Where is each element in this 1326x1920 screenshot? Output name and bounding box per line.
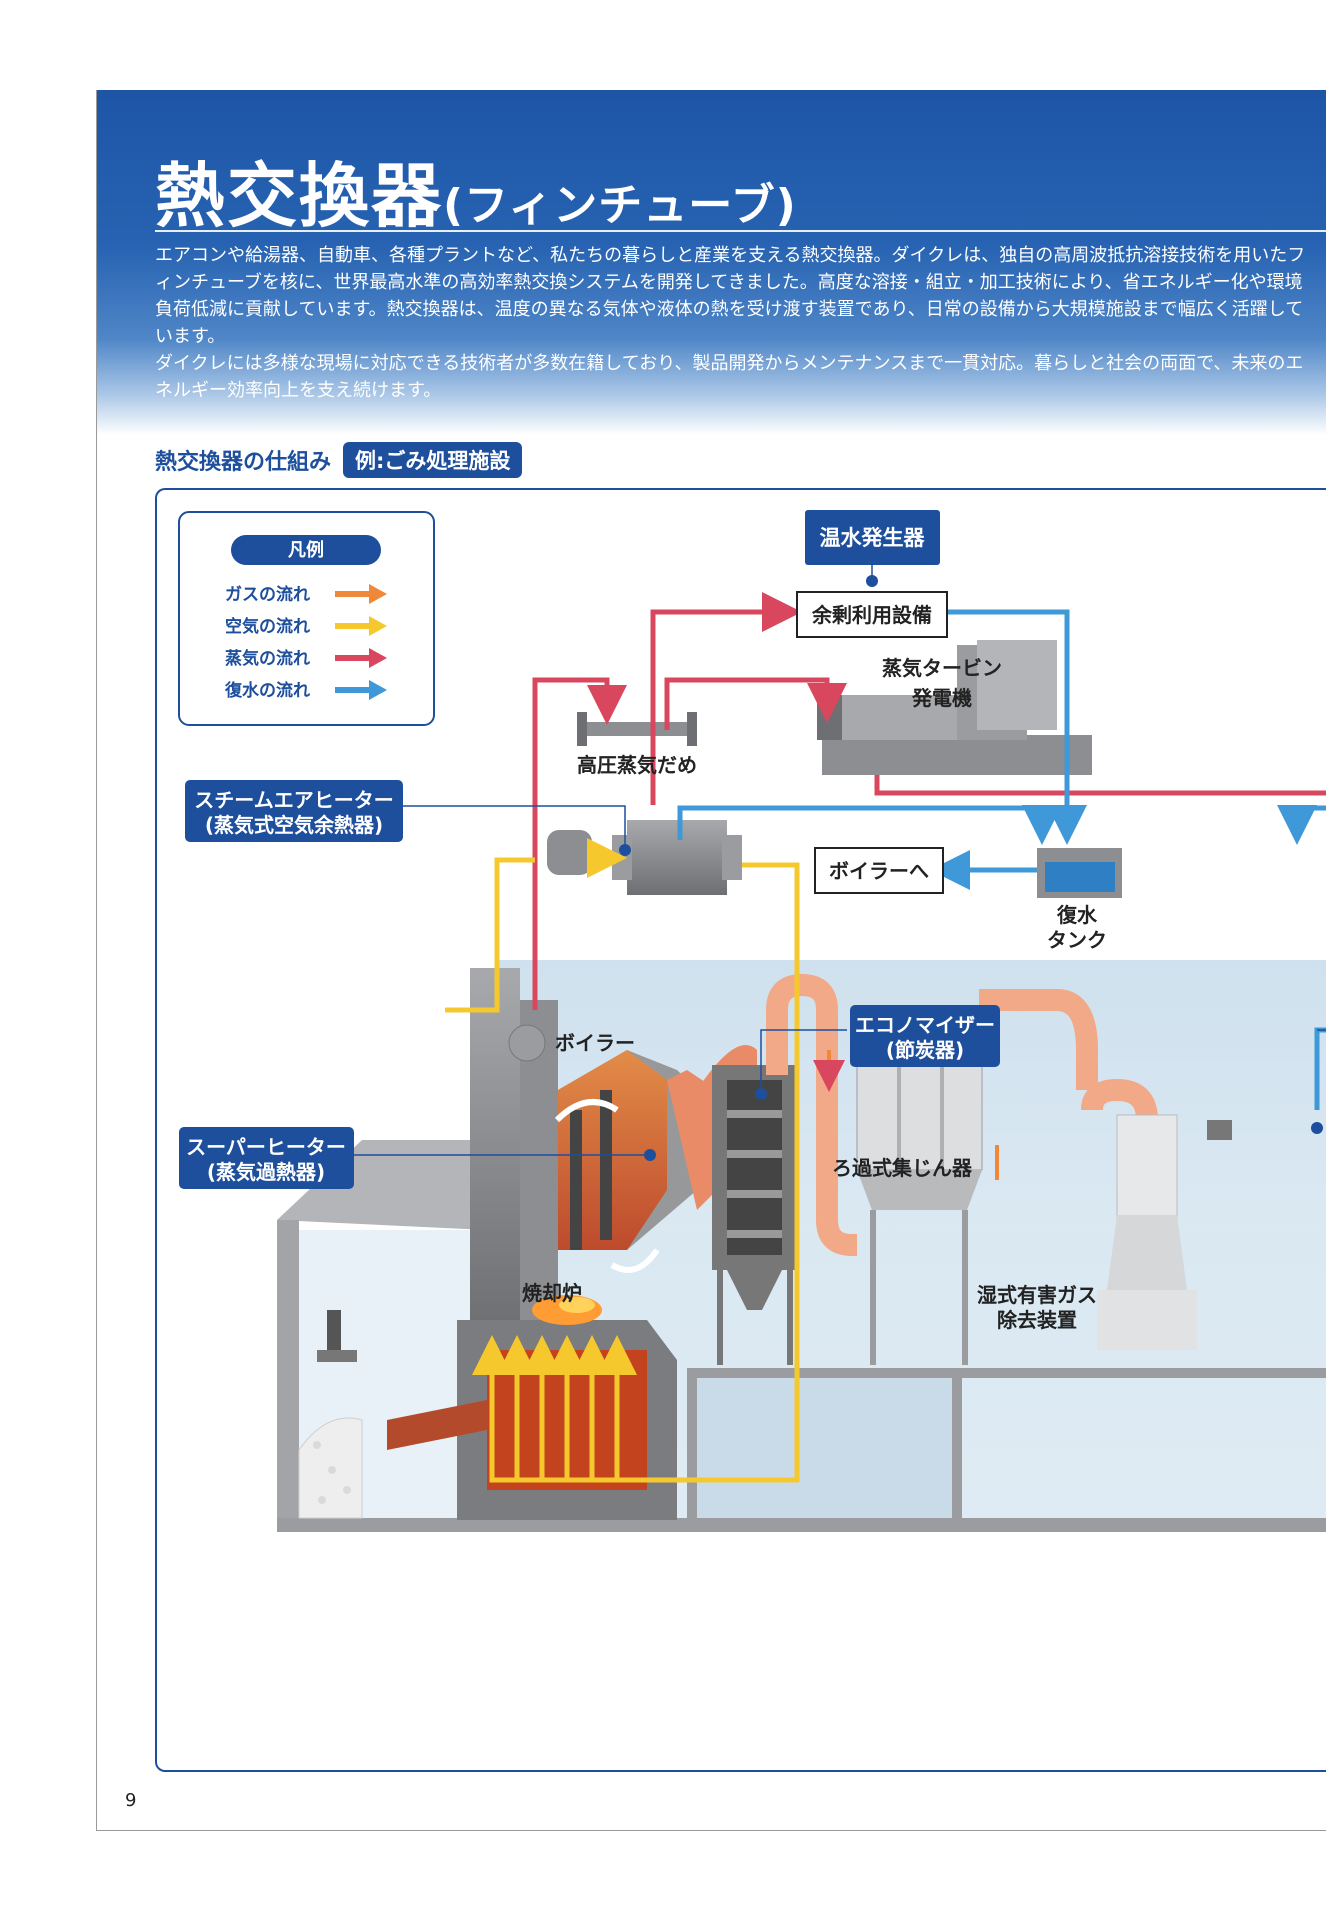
wet-scrubber [1097,1114,1232,1350]
callout-steam-air-heater: スチームエアヒーター (蒸気式空気余熱器) [185,780,403,842]
intro-paragraph-1: エアコンや給湯器、自動車、各種プラントなど、私たちの暮らしと産業を支える熱交換器… [155,245,1306,347]
legend-steam-label: 蒸気の流れ [225,648,310,669]
section-badge: 例:ごみ処理施設 [343,442,523,478]
label-bag-filter: ろ過式集じん器 [832,1156,973,1180]
gas-duct [766,973,1158,1256]
header-banner: 熱交換器(フィンチューブ) エアコンや給湯器、自動車、各種プラントなど、私たちの… [97,90,1326,435]
callout-hot-water-generator: 温水発生器 [805,510,940,565]
section-heading: 熱交換器の仕組み 例:ごみ処理施設 [155,442,523,478]
air-lines [445,838,800,1483]
label-economizer-sub: (節炭器) [886,1038,964,1062]
page: 熱交換器(フィンチューブ) エアコンや給湯器、自動車、各種プラントなど、私たちの… [96,90,1326,1831]
economizer-unit [712,1065,797,1365]
label-steam-turbine: 蒸気タービン [882,656,1002,680]
label-to-boiler: ボイラーへ [829,859,929,883]
label-high-pressure-header: 高圧蒸気だめ [577,753,697,777]
label-condensate-tank: 復水 [1056,903,1098,927]
legend-air-label: 空気の流れ [225,616,310,637]
legend: 凡例 ガスの流れ 空気の流れ 蒸気の流れ 復水の流れ [178,511,435,726]
label-super-heater: スーパーヒーター [186,1135,346,1159]
label-economizer: エコノマイザー [855,1013,995,1037]
label-condensate-tank-2: タンク [1047,928,1107,952]
box-surplus-equipment: 余剰利用設備 [796,591,948,638]
legend-gas-label: ガスの流れ [225,584,310,605]
page-title-sub: (フィンチューブ) [443,180,797,231]
legend-title: 凡例 [288,539,324,561]
label-super-heater-sub: (蒸気過熱器) [207,1160,325,1184]
label-wet-scrubber-2: 除去装置 [997,1308,1077,1332]
plant-diagram: 凡例 ガスの流れ 空気の流れ 蒸気の流れ 復水の流れ 温水発生器 [178,510,1326,1532]
section-title: 熱交換器の仕組み [155,450,332,475]
diagram-frame: 凡例 ガスの流れ 空気の流れ 蒸気の流れ 復水の流れ 温水発生器 [155,488,1326,1772]
label-wet-scrubber: 湿式有害ガス [977,1283,1097,1307]
steam-lines [532,592,1326,1010]
page-number: 9 [125,1790,137,1811]
label-generator: 発電機 [911,686,972,710]
boiler-incinerator [387,968,757,1520]
leader-dots [619,575,1323,1161]
callout-super-heater: スーパーヒーター (蒸気過熱器) [179,1127,354,1189]
label-steam-air-heater: スチームエアヒーター [194,788,393,812]
page-title-main: 熱交換器 [155,155,443,237]
callout-economizer: エコノマイザー (節炭器) [850,1005,1000,1067]
label-incinerator: 焼却炉 [522,1281,582,1305]
title-underline [155,230,1326,232]
legend-condensate-label: 復水の流れ [224,680,310,701]
page-title: 熱交換器(フィンチューブ) [155,140,797,241]
box-to-boiler: ボイラーへ [814,847,944,894]
label-surplus-equipment: 余剰利用設備 [811,603,932,627]
steam-air-heater [547,820,742,895]
label-steam-air-heater-sub: (蒸気式空気余熱器) [205,813,383,837]
label-hot-water-generator: 温水発生器 [820,526,926,550]
steam-turbine-generator [817,640,1092,775]
condensate-tank [1037,848,1122,898]
intro-paragraph-2: ダイクレには多様な現場に対応できる技術者が多数在籍しており、製品開発からメンテナ… [155,353,1304,401]
steam-header [577,712,697,746]
label-boiler: ボイラー [555,1031,635,1055]
intro-text: エアコンや給湯器、自動車、各種プラントなど、私たちの暮らしと産業を支える熱交換器… [155,242,1315,404]
